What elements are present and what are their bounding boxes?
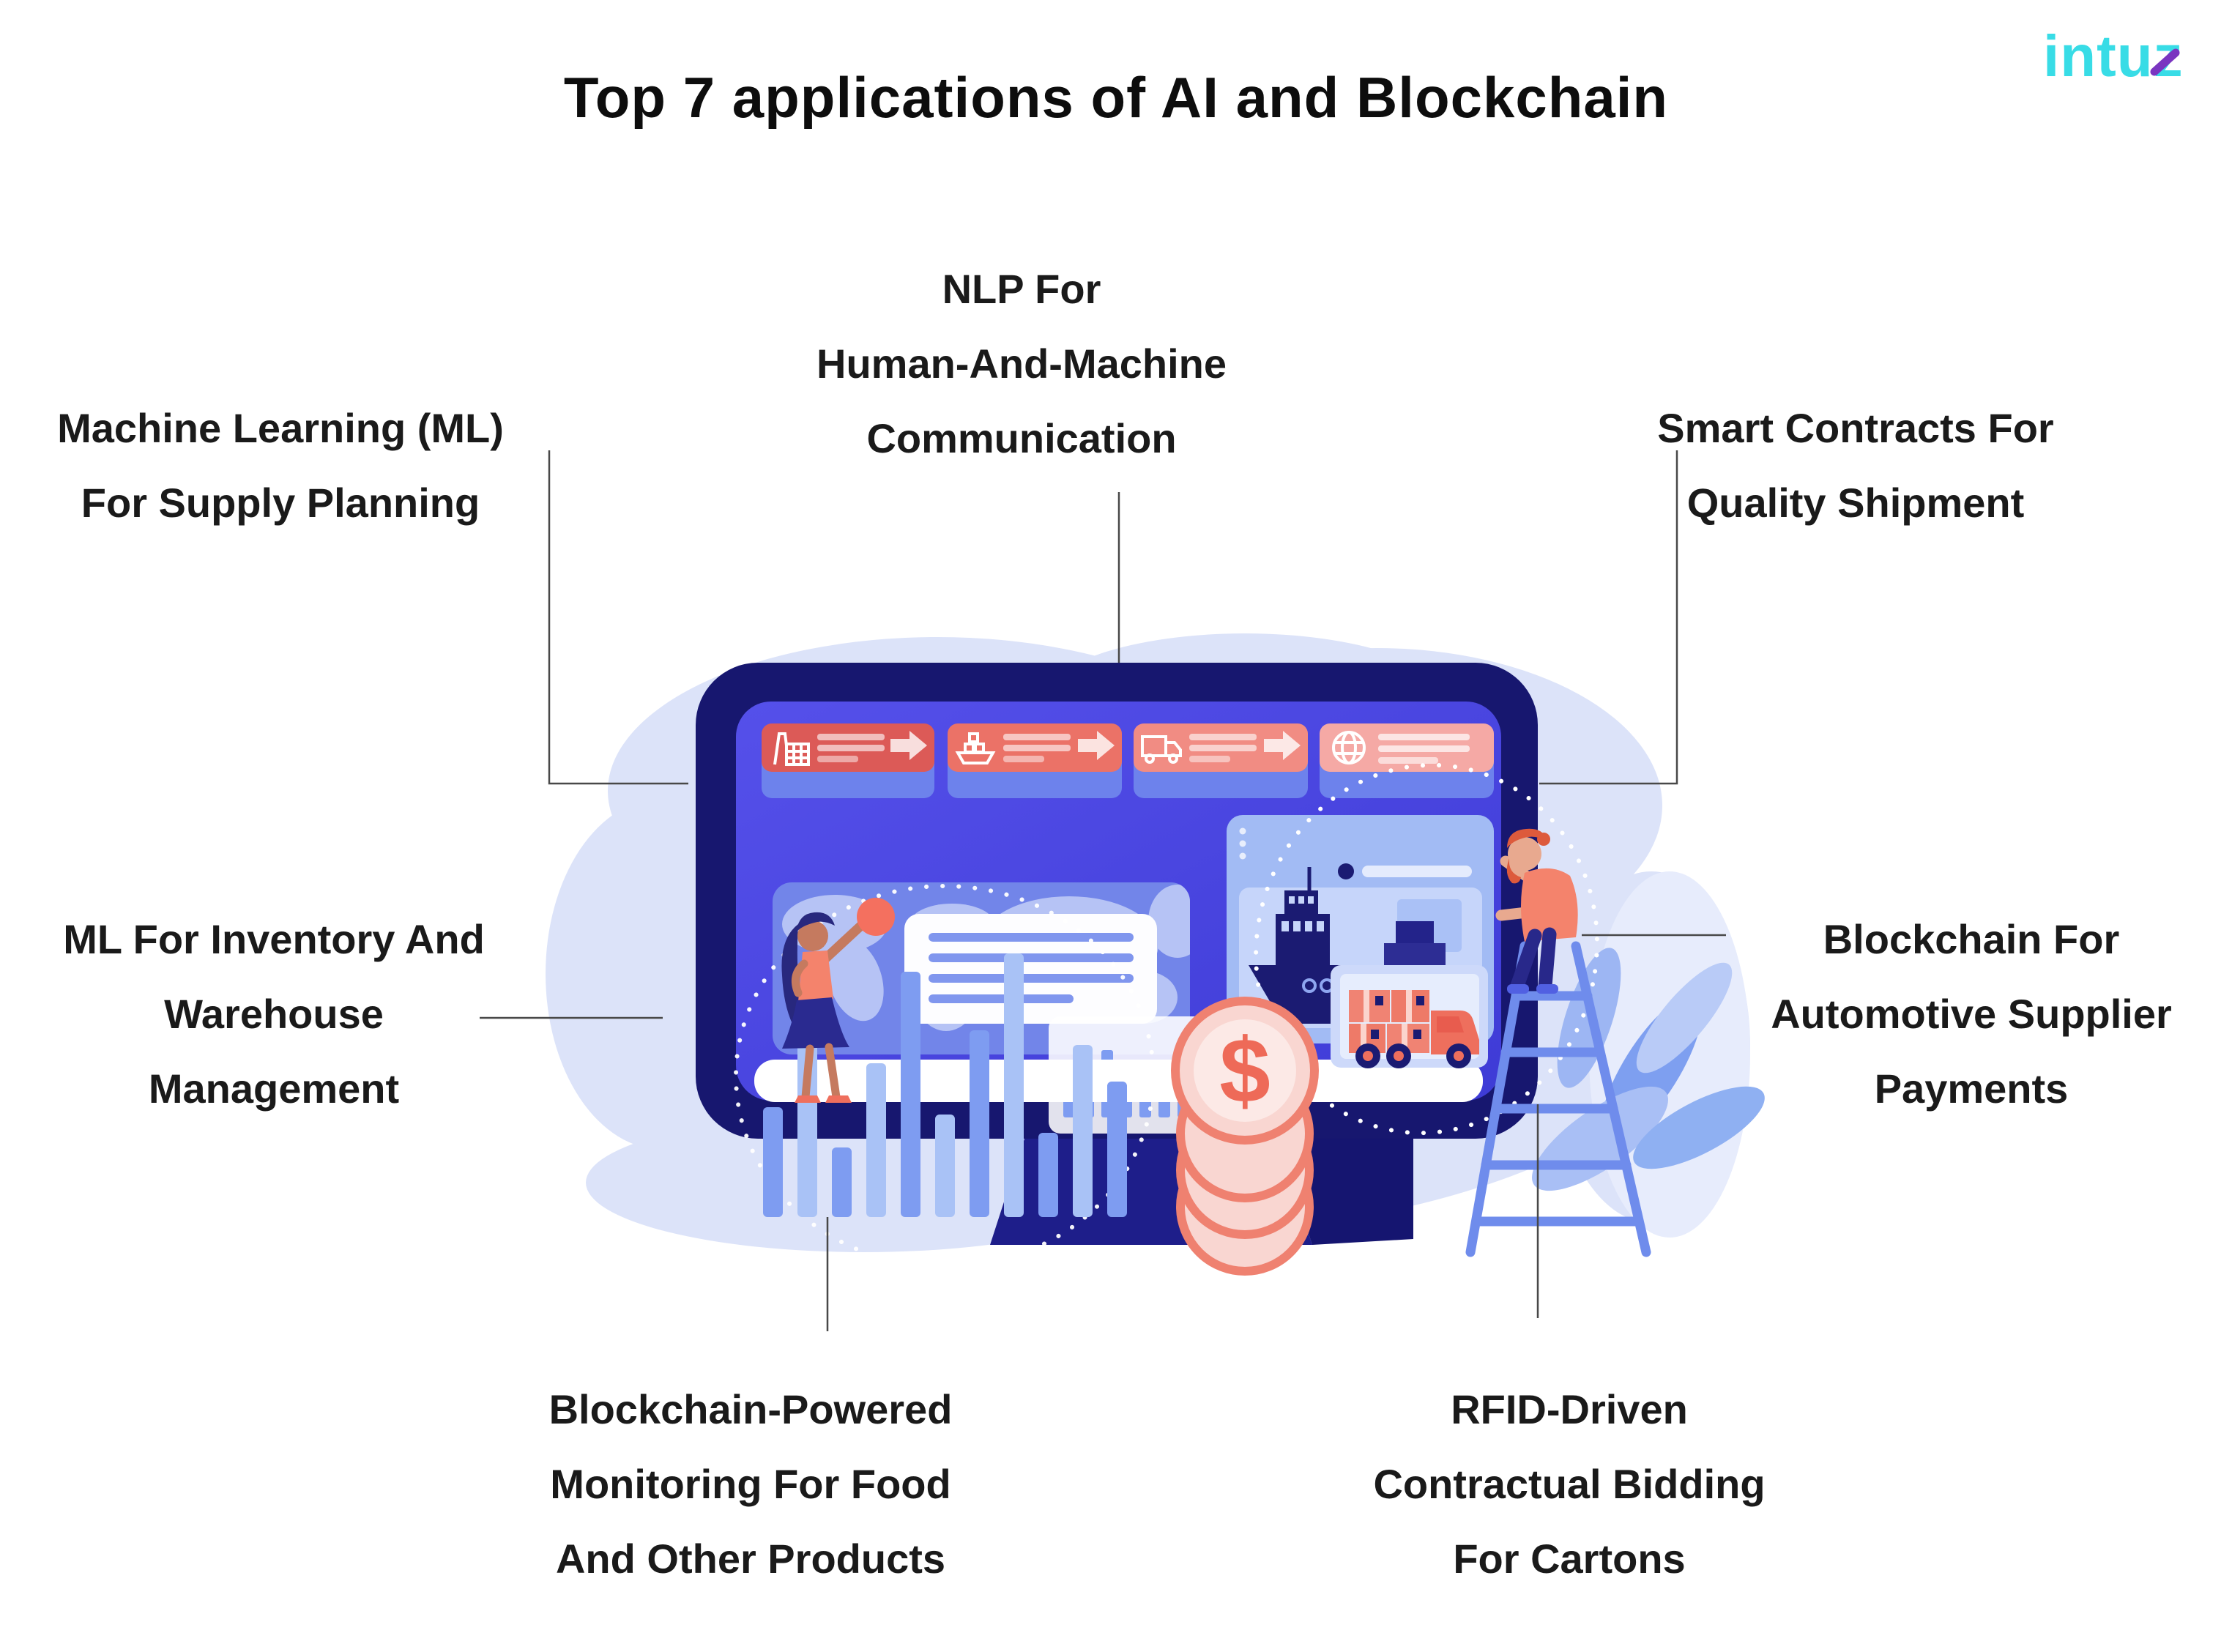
label-smart-contracts: Smart Contracts For Quality Shipment — [1657, 391, 2053, 540]
delivery-truck-icon — [1141, 735, 1182, 764]
label-line: Blockchain-Powered — [548, 1386, 953, 1432]
truck-step-card — [1134, 723, 1308, 798]
arrow-right-icon — [890, 731, 927, 760]
label-line: Contractual Bidding — [1373, 1461, 1766, 1507]
dotted-orbit-left — [734, 884, 1156, 1269]
factory-icon — [773, 732, 810, 766]
ladder-icon — [1465, 941, 1651, 1257]
intuz-logo: intuz — [2043, 25, 2184, 89]
label-line: ML For Inventory And — [63, 916, 485, 962]
factory-step-card — [762, 723, 934, 798]
label-line: Communication — [866, 415, 1177, 461]
man-figure — [1495, 828, 1578, 994]
label-line: For Supply Planning — [81, 480, 480, 526]
dollar-coin-icon: $ — [1171, 997, 1319, 1145]
coin-stack: $ — [1171, 997, 1319, 1276]
arrow-right-icon — [1264, 731, 1301, 760]
label-line: NLP For — [942, 266, 1101, 312]
label-ml-inventory: ML For Inventory And Warehouse Managemen… — [63, 902, 485, 1126]
connector-smart-contracts — [1539, 450, 1678, 785]
label-ml-supply-planning: Machine Learning (ML) For Supply Plannin… — [57, 391, 504, 540]
label-line: Blockchain For — [1823, 916, 2120, 962]
label-line: RFID-Driven — [1451, 1386, 1688, 1432]
cargo-ship-icon — [955, 732, 996, 764]
page-title: Top 7 applications of AI and Blockchain — [563, 65, 1669, 130]
label-line: Monitoring For Food — [550, 1461, 951, 1507]
label-line: Smart Contracts For — [1657, 405, 2054, 451]
intuz-logo-accent — [2150, 48, 2180, 76]
foreground-bar-chart — [763, 953, 1127, 1217]
label-blockchain-monitoring: Blockchain-Powered Monitoring For Food A… — [549, 1372, 953, 1596]
label-line: Machine Learning (ML) — [57, 405, 504, 451]
label-rfid-bidding: RFID-Driven Contractual Bidding For Cart… — [1373, 1372, 1765, 1596]
globe-icon — [1332, 731, 1366, 764]
intuz-logo-text: intuz — [2043, 25, 2184, 89]
woman-figure — [781, 898, 895, 1103]
svg-text:$: $ — [1219, 1020, 1271, 1122]
label-line: Payments — [1874, 1065, 2069, 1112]
label-line: Warehouse — [164, 991, 384, 1037]
label-line: Quality Shipment — [1686, 480, 2025, 526]
connector-ml-supply-planning — [548, 450, 688, 785]
label-line: Automotive Supplier — [1771, 991, 2172, 1037]
label-line: For Cartons — [1453, 1536, 1686, 1582]
label-line: Human-And-Machine — [816, 341, 1227, 387]
chat-bubble-icon — [904, 914, 1157, 1024]
supply-chain-step-cards — [762, 723, 1494, 798]
label-blockchain-payments: Blockchain For Automotive Supplier Payme… — [1771, 902, 2172, 1126]
label-line: And Other Products — [555, 1536, 946, 1582]
dotted-orbit-right — [1254, 762, 1599, 1136]
globe-step-card — [1320, 723, 1494, 798]
truck-delivery-card — [1331, 965, 1488, 1068]
cargo-boxes — [1349, 990, 1429, 1053]
arrow-right-icon — [1078, 731, 1115, 760]
label-line: Management — [148, 1065, 400, 1112]
label-nlp-communication: NLP For Human-And-Machine Communication — [816, 252, 1227, 476]
ship-step-card — [948, 723, 1122, 798]
